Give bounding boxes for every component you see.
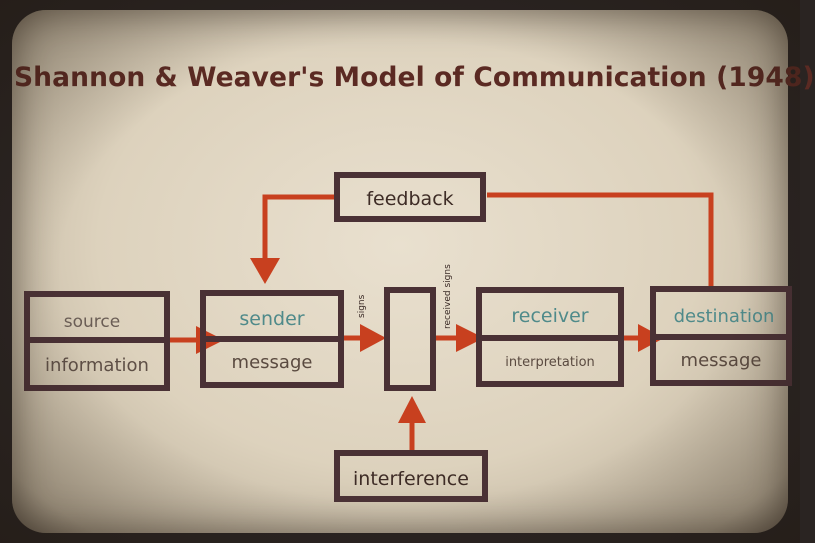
feedback-label: feedback — [366, 188, 454, 210]
interpretation-label: interpretation — [505, 355, 595, 370]
source-box: source information — [24, 291, 170, 391]
feedback-to-sender-line — [262, 194, 334, 262]
sender-message-label: message — [231, 352, 313, 373]
arrowhead-right-channel — [360, 324, 386, 352]
sender-divider — [206, 336, 338, 342]
arrowhead-up-channel — [398, 396, 426, 423]
sender-box: sender message — [200, 290, 344, 388]
receiver-box: receiver interpretation — [476, 287, 624, 387]
arrowhead-right-receiver — [456, 324, 484, 352]
screen-background — [12, 10, 788, 533]
destination-to-feedback-line — [487, 192, 714, 288]
arrowhead-down-sender — [250, 258, 280, 284]
destination-divider — [656, 334, 786, 340]
receiver-divider — [482, 335, 618, 341]
destination-box: destination message — [650, 286, 792, 386]
receiver-label: receiver — [511, 305, 589, 327]
feedback-box: feedback — [334, 172, 486, 222]
received-signs-label: received signs — [443, 264, 453, 329]
source-label: source — [63, 312, 121, 332]
destination-message-label: message — [680, 350, 762, 371]
interference-label: interference — [353, 468, 469, 490]
information-label: information — [45, 355, 149, 376]
diagram-title: Shannon & Weaver's Model of Communicatio… — [14, 62, 815, 93]
source-divider — [30, 337, 164, 343]
signs-label: signs — [357, 294, 367, 318]
interference-box: interference — [334, 450, 488, 502]
channel-box — [384, 287, 436, 391]
destination-label: destination — [673, 306, 775, 327]
sender-label: sender — [239, 308, 305, 330]
